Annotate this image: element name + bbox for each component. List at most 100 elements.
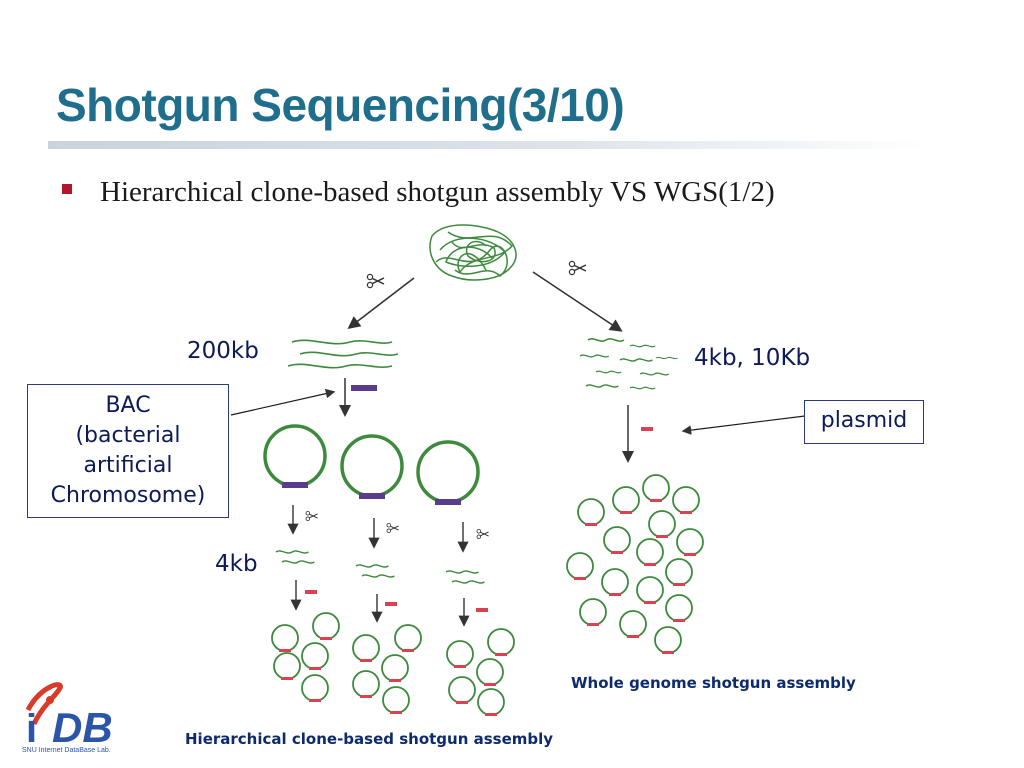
idb-logo: i DB SNU Internet DataBase Lab.	[20, 680, 150, 756]
plasmid-insert	[281, 677, 293, 680]
plasmid-circle	[577, 498, 605, 526]
plasmid-circle	[636, 576, 664, 604]
label-200kb: 200kb	[187, 338, 259, 364]
plasmid-circle	[477, 688, 505, 716]
plasmid-insert	[309, 667, 321, 670]
arrow-right-branch	[532, 271, 623, 332]
bac-insert-marker	[351, 385, 377, 391]
plasmid-circle	[312, 612, 340, 640]
dna-fragments-4kb	[275, 550, 486, 584]
svg-text:SNU Internet DataBase Lab.: SNU Internet DataBase Lab.	[22, 747, 111, 754]
plasmid-circle	[448, 676, 476, 704]
bac-line: (bacterial	[75, 423, 181, 448]
scissors-icon	[568, 260, 587, 276]
plasmid-circle	[642, 474, 670, 502]
label-4kb: 4kb	[215, 551, 258, 577]
plasmid-insert	[390, 711, 402, 714]
plasmid-circle	[381, 654, 409, 682]
plasmid-insert	[620, 511, 632, 514]
plasmid-insert	[454, 665, 466, 668]
plasmid-circle	[665, 594, 693, 622]
plasmid-insert	[360, 695, 372, 698]
genomic-dna-tangle	[429, 224, 517, 281]
bac-clones	[263, 424, 480, 504]
bac-label-box: BAC (bacterial artificial Chromosome)	[27, 384, 229, 518]
svg-text:i: i	[26, 707, 37, 751]
plasmid-insert	[402, 649, 414, 652]
plasmid-circle	[352, 634, 380, 662]
label-4kb-10kb: 4kb, 10Kb	[694, 345, 811, 371]
scissors-icon	[366, 273, 385, 289]
bac-line: BAC	[105, 393, 151, 418]
bac-line: Chromosome)	[50, 483, 206, 508]
bullet-text: Hierarchical clone-based shotgun assembl…	[100, 176, 775, 208]
bac-insert	[359, 493, 385, 499]
plasmid-insert	[476, 608, 488, 612]
plasmid-insert	[484, 683, 496, 686]
plasmid-insert	[385, 602, 397, 606]
plasmid-circle	[648, 510, 676, 538]
plasmid-insert	[485, 713, 497, 716]
plasmid-circle	[273, 652, 301, 680]
plasmid-circle	[676, 528, 704, 556]
plasmid-insert	[389, 679, 401, 682]
plasmid-insert	[673, 619, 685, 622]
plasmid-circle	[352, 670, 380, 698]
plasmid-insert	[305, 590, 317, 594]
arrow-left-branch	[347, 277, 415, 329]
subclone-arrows	[287, 505, 469, 553]
plasmid-insert	[587, 623, 599, 626]
plasmid-circle	[612, 486, 640, 514]
svg-text:DB: DB	[52, 704, 113, 751]
scissors-icon	[305, 510, 319, 522]
bac-insert	[282, 482, 308, 488]
plasmid-insert	[320, 637, 332, 640]
plasmid-clones	[271, 474, 704, 716]
caption-wgs: Whole genome shotgun assembly	[571, 674, 856, 692]
plasmid-pointer	[681, 415, 806, 435]
plasmid-label-box: plasmid	[804, 400, 924, 444]
plasmid-circle	[271, 624, 299, 652]
plasmid-circle	[603, 526, 631, 554]
plasmid-insert	[309, 699, 321, 702]
bullet-marker	[62, 184, 72, 194]
plasmid-insert	[684, 553, 696, 556]
plasmid-circle	[566, 552, 594, 580]
caption-hierarchical: Hierarchical clone-based shotgun assembl…	[185, 730, 554, 748]
plasmid-insert	[644, 563, 656, 566]
plasmid-insert-marker	[641, 427, 653, 431]
title-divider	[48, 141, 928, 149]
scissors-icon	[476, 528, 490, 540]
plasmid-circle	[301, 642, 329, 670]
plasmid-insert	[627, 635, 639, 638]
plasmid-insert	[360, 659, 372, 662]
plasmid-insert	[609, 593, 621, 596]
plasmid-circle	[579, 598, 607, 626]
plasmid-circle	[446, 640, 474, 668]
plasmid-circle	[654, 626, 682, 654]
plasmid-insert	[574, 577, 586, 580]
plasmid-insert	[656, 535, 668, 538]
plasmid-insert	[680, 511, 692, 514]
plasmid-circle	[619, 610, 647, 638]
slide-title: Shotgun Sequencing(3/10)	[56, 79, 625, 131]
plasmid-insert	[585, 523, 597, 526]
plasmid-circle	[601, 568, 629, 596]
plasmid-insert	[611, 551, 623, 554]
plasmid-circle	[476, 658, 504, 686]
plasmid-insert	[456, 701, 468, 704]
bac-line: artificial	[83, 453, 173, 478]
plasmid-insert	[495, 653, 507, 656]
dna-fragments-small	[579, 338, 679, 390]
plasmid-insert	[279, 649, 291, 652]
plasmid-circle	[665, 558, 693, 586]
plasmid-circle	[394, 624, 422, 652]
plasmid-insert	[662, 651, 674, 654]
plasmid-circle	[487, 628, 515, 656]
plasmid-circle	[672, 486, 700, 514]
plasmid-insert	[673, 583, 685, 586]
dna-fragments-200kb	[287, 339, 399, 369]
scissors-icon	[386, 522, 400, 534]
bac-pointer	[230, 388, 336, 416]
